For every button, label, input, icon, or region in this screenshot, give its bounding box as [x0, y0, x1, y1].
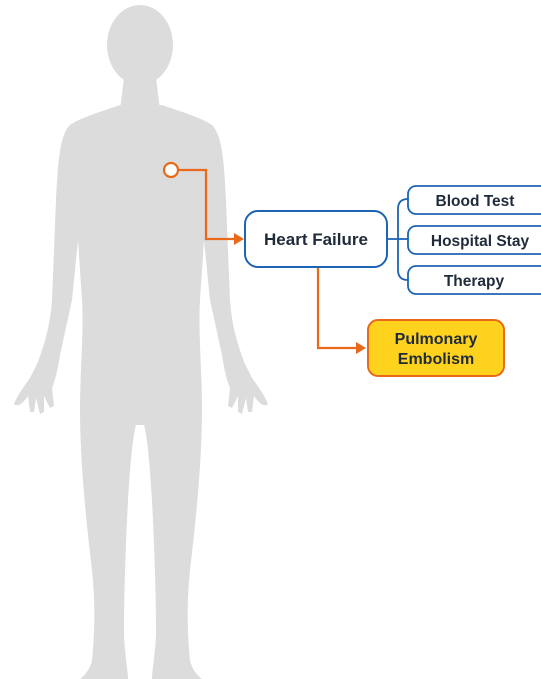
therapy-label: Therapy [444, 273, 505, 290]
marker-connector [178, 168, 244, 245]
pulmonary-embolism-line2: Embolism [398, 351, 474, 368]
heart-failure-node: Heart Failure [244, 210, 388, 268]
hospital-stay-label: Hospital Stay [431, 233, 530, 250]
branch-bracket [387, 198, 409, 281]
complication-connector [316, 268, 366, 354]
pulmonary-embolism-node: Pulmonary Embolism [367, 319, 505, 377]
heart-failure-label: Heart Failure [264, 230, 368, 249]
branch-blood-test: Blood Test [407, 185, 541, 215]
human-body-silhouette-icon [14, 5, 268, 679]
heart-location-marker-icon [162, 161, 180, 179]
pulmonary-embolism-line1: Pulmonary [395, 331, 478, 348]
branch-hospital-stay: Hospital Stay [407, 225, 541, 255]
blood-test-label: Blood Test [436, 193, 515, 210]
branch-therapy: Therapy [407, 265, 541, 295]
